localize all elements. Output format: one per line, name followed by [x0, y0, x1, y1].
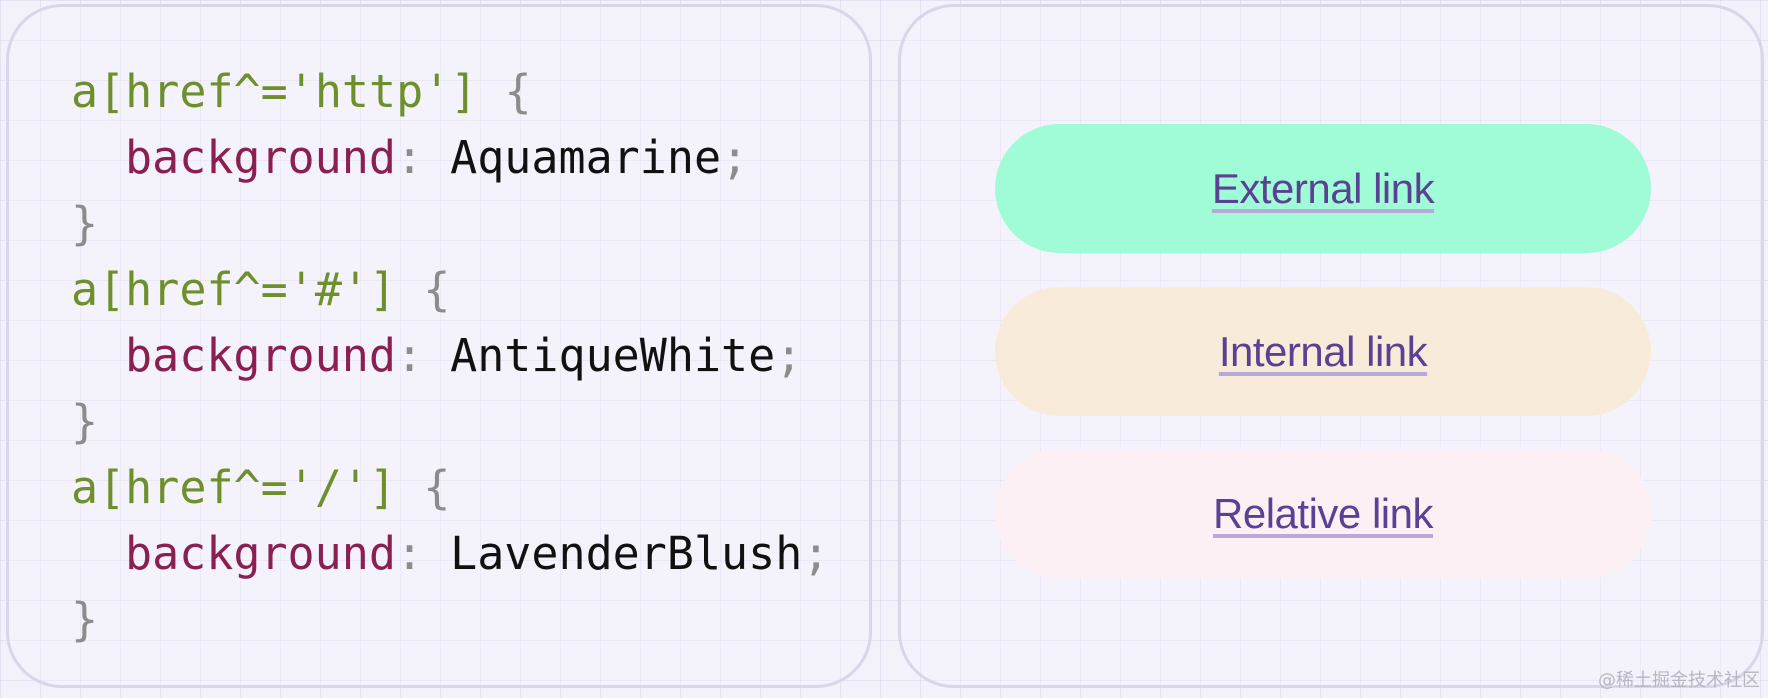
internal-link-pill: Internal link — [995, 287, 1651, 416]
code-line-rule-1-declaration: background: Aquamarine; — [71, 125, 829, 191]
css-selector: a[href^='/'] — [71, 461, 397, 514]
preview-panel: External link Internal link Relative lin… — [898, 4, 1764, 688]
relative-link-pill: Relative link — [995, 449, 1651, 578]
external-link-pill: External link — [995, 124, 1651, 253]
watermark: @稀土掘金技术社区 — [1598, 670, 1760, 691]
code-line-rule-3-declaration: background: LavenderBlush; — [71, 521, 829, 587]
code-line-rule-2-declaration: background: AntiqueWhite; — [71, 323, 829, 389]
close-brace: } — [71, 593, 99, 646]
semicolon: ; — [721, 131, 749, 184]
colon: : — [395, 329, 424, 382]
open-brace: { — [423, 263, 451, 316]
css-property: background — [125, 131, 396, 184]
internal-link[interactable]: Internal link — [1218, 327, 1428, 375]
css-selector: a[href^='#'] — [71, 263, 397, 316]
css-property: background — [125, 329, 396, 382]
code-line-rule-2-close: } — [71, 389, 829, 455]
close-brace: } — [71, 395, 99, 448]
code-panel: a[href^='http'] {background: Aquamarine;… — [6, 4, 872, 688]
css-value: Aquamarine — [450, 131, 722, 184]
css-selector: a[href^='http'] — [71, 65, 478, 118]
code-line-rule-1-selector: a[href^='http'] { — [71, 59, 829, 125]
code-line-rule-2-selector: a[href^='#'] { — [71, 257, 829, 323]
close-brace: } — [71, 197, 99, 250]
colon: : — [395, 131, 424, 184]
semicolon: ; — [802, 527, 830, 580]
external-link[interactable]: External link — [1211, 164, 1435, 212]
colon: : — [395, 527, 424, 580]
semicolon: ; — [775, 329, 803, 382]
code-line-rule-1-close: } — [71, 191, 829, 257]
css-code-block: a[href^='http'] {background: Aquamarine;… — [71, 59, 829, 653]
open-brace: { — [504, 65, 532, 118]
css-value: AntiqueWhite — [450, 329, 776, 382]
relative-link[interactable]: Relative link — [1213, 489, 1433, 537]
code-line-rule-3-close: } — [71, 587, 829, 653]
open-brace: { — [423, 461, 451, 514]
css-value: LavenderBlush — [450, 527, 803, 580]
css-property: background — [125, 527, 396, 580]
code-line-rule-3-selector: a[href^='/'] { — [71, 455, 829, 521]
